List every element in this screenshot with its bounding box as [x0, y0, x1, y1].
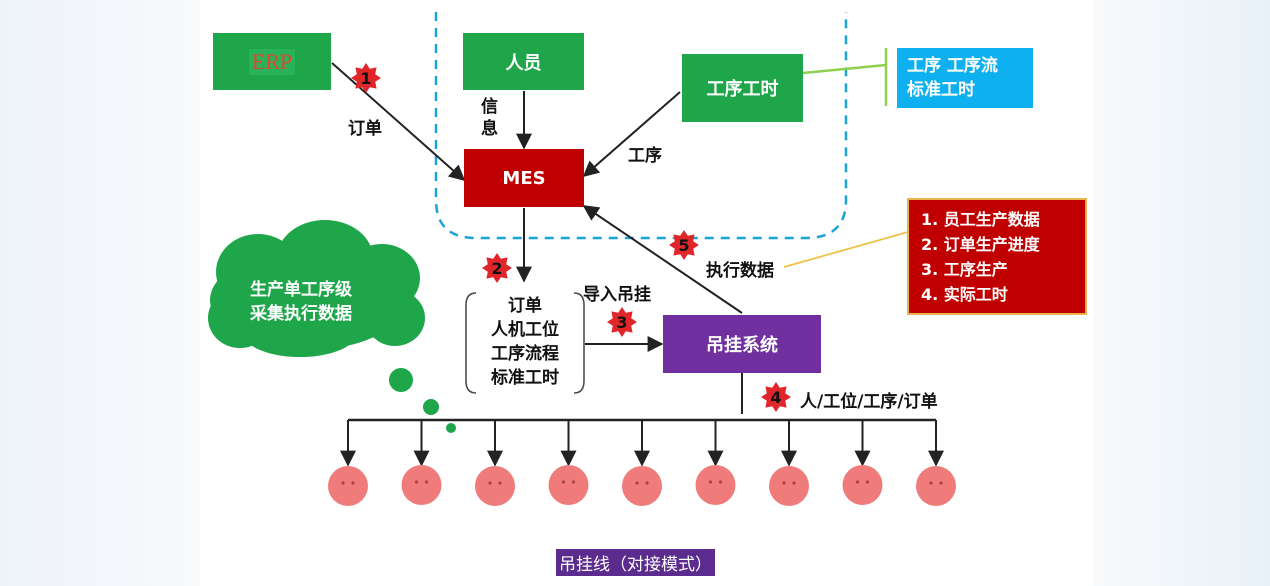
cloud-text: 生产单工序级 采集执行数据	[250, 278, 352, 326]
right-background	[1093, 0, 1270, 586]
worker-icon	[622, 466, 662, 506]
step-badge-number: 4	[770, 388, 781, 407]
bracket-line: 标准工时	[491, 368, 559, 388]
bracket-line: 人机工位	[491, 320, 559, 340]
mes-boundary-dashed	[434, 12, 848, 240]
step-badges: 1 2 3 4 5	[351, 63, 791, 412]
step-badge: 4	[761, 382, 791, 412]
exec-list-item: 1. 员工生产数据	[921, 209, 1040, 229]
worker-drop-arrows	[340, 420, 944, 467]
edge-label-exec-data: 执行数据	[706, 261, 774, 281]
step-badge: 5	[669, 230, 699, 260]
cloud-shape	[208, 220, 456, 433]
data-bracket	[465, 292, 585, 394]
worker-icon	[695, 465, 736, 505]
step-badge: 3	[607, 307, 637, 337]
diagram-caption: 吊挂线（对接模式）	[556, 549, 715, 576]
left-background	[0, 0, 200, 586]
worker-group	[328, 465, 956, 506]
personnel-box: 人员	[463, 33, 584, 90]
erp-label: ERP	[248, 48, 296, 75]
hanging-to-mes-arrow	[582, 205, 743, 314]
cloud-line2: 采集执行数据	[250, 304, 352, 324]
bracket-line: 订单	[508, 296, 542, 316]
erp-to-mes-arrow	[331, 62, 466, 182]
step-badge-number: 3	[616, 313, 627, 332]
step-badge-number: 1	[360, 69, 371, 88]
process-time-label: 工序工时	[706, 79, 779, 100]
hanging-system-box: 吊挂系统	[663, 315, 821, 373]
worker-icon	[475, 466, 515, 506]
exec-list-box: 1. 员工生产数据 2. 订单生产进度 3. 工序生产 4. 实际工时	[907, 198, 1087, 315]
exec-list-item: 4. 实际工时	[921, 284, 1008, 304]
edge-label-info: 信 息	[481, 96, 498, 140]
process-note-line1: 工序 工序流	[907, 56, 998, 76]
personnel-label: 人员	[505, 52, 542, 74]
step-badge: 1	[351, 63, 381, 93]
worker-icon	[842, 465, 883, 505]
worker-icon	[769, 466, 809, 506]
edge-label-info-line1: 信	[481, 97, 498, 117]
process-note-box: 工序 工序流 标准工时	[897, 48, 1033, 108]
bracket-line: 工序流程	[491, 344, 559, 364]
cloud-line1: 生产单工序级	[250, 280, 352, 300]
edge-label-info-line2: 息	[481, 119, 498, 139]
exec-list-item: 3. 工序生产	[921, 259, 1008, 279]
edge-label-import: 导入吊挂	[583, 285, 651, 305]
exec-list-connector	[783, 231, 909, 268]
edge-label-order: 订单	[348, 119, 382, 139]
worker-icon	[328, 466, 368, 506]
process-time-box: 工序工时	[682, 54, 803, 122]
edge-label-process: 工序	[628, 146, 662, 166]
hanging-system-label: 吊挂系统	[706, 335, 778, 356]
step-badge: 2	[482, 253, 512, 283]
process-note-line2: 标准工时	[907, 80, 975, 100]
worker-icon	[548, 465, 589, 505]
worker-icon	[916, 466, 956, 506]
exec-list-item: 2. 订单生产进度	[921, 234, 1040, 254]
step-badge-number: 5	[678, 236, 689, 255]
process-time-to-mes-arrow	[582, 91, 681, 178]
process-note-connector	[802, 63, 887, 75]
mes-box: MES	[464, 149, 584, 207]
mes-label: MES	[502, 167, 546, 189]
erp-box: ERP	[213, 33, 331, 90]
step-badge-number: 2	[491, 259, 502, 278]
bracket-text: 订单 人机工位 工序流程 标准工时	[476, 294, 574, 390]
edge-label-station: 人/工位/工序/订单	[800, 392, 938, 412]
worker-icon	[401, 465, 442, 505]
